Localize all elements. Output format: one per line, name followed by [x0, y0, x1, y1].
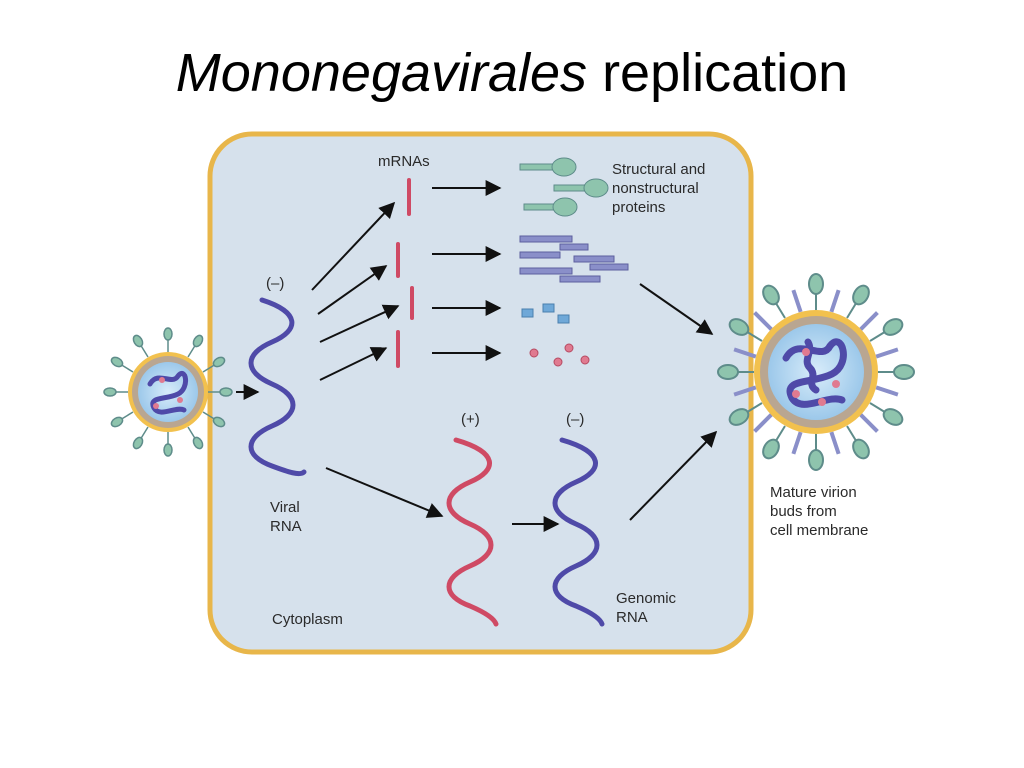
proteins-label-line1: Structural and — [612, 161, 705, 178]
proteins-label-line2: nonstructural — [612, 180, 699, 197]
virion-genome — [147, 371, 188, 415]
viral-rna-label-line1: Viral — [270, 499, 300, 516]
transcription-arrow-1 — [311, 201, 396, 291]
genomic-rna-label-line1: Genomic — [616, 590, 677, 607]
glycoprotein-group — [519, 157, 609, 217]
positive-rna-strand — [446, 437, 499, 627]
packaging-arrow — [629, 430, 718, 521]
replication-arrow — [325, 467, 444, 518]
mature-virion — [717, 273, 915, 471]
genomic-strand-polarity-label: (–) — [566, 411, 584, 428]
polymerase-group — [529, 343, 590, 367]
cytoplasm-label: Cytoplasm — [272, 611, 343, 628]
mrnas-label: mRNAs — [378, 153, 430, 170]
title-italic: Mononegavirales — [175, 43, 588, 103]
genomic-rna-label-line2: RNA — [616, 609, 648, 626]
positive-strand-label: (+) — [461, 411, 480, 428]
nucleoprotein-group — [521, 303, 570, 324]
mature-virion-matrix-spikes — [733, 289, 899, 455]
title-rest: replication — [602, 43, 849, 103]
slide-title: Mononegavirales replication — [0, 38, 1024, 108]
viral-rna-polarity-label: (–) — [266, 275, 284, 292]
viral-rna-label-line2: RNA — [270, 518, 302, 535]
mrna-bars — [396, 178, 414, 368]
assembly-arrow — [639, 283, 714, 335]
transcription-arrow-4 — [319, 347, 388, 381]
viral-rna-strand — [248, 297, 307, 477]
cell-body — [207, 131, 754, 655]
genomic-rna-strand — [552, 437, 605, 627]
mature-virion-spikes — [717, 273, 915, 471]
mature-virion-label-line1: Mature virion — [770, 484, 857, 501]
infecting-virion — [103, 327, 233, 457]
transcription-arrow-3 — [319, 304, 400, 343]
mature-virion-label-line2: buds from — [770, 503, 837, 520]
mature-virion-label-line3: cell membrane — [770, 522, 868, 539]
virion-spikes — [103, 327, 233, 457]
matrix-protein-group — [519, 235, 629, 283]
transcription-arrow-2 — [317, 265, 388, 315]
proteins-label-line3: proteins — [612, 199, 665, 216]
